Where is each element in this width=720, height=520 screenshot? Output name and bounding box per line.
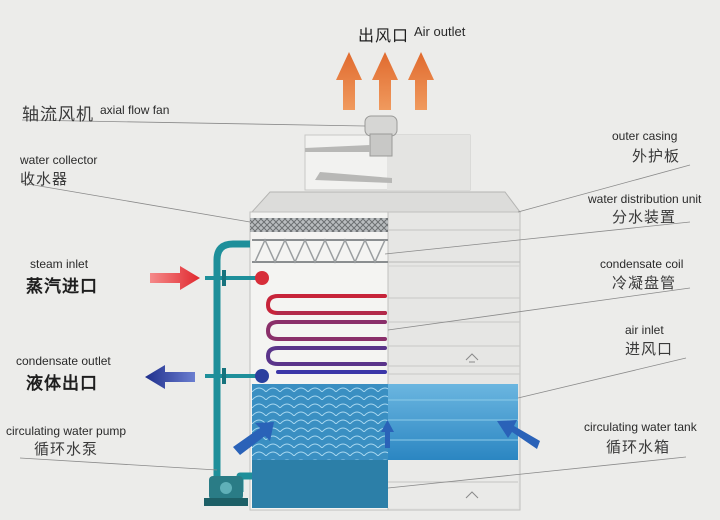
circ-tank-label-en: circulating water tank (584, 420, 697, 434)
condensate-coil-label-en: condensate coil (600, 257, 684, 271)
air-outlet-label-en: Air outlet (414, 24, 466, 39)
air-intake-arrow-icon (233, 422, 274, 455)
water-collector (250, 218, 388, 232)
air-intake-arrow-icon (497, 420, 540, 449)
condensate-coil-label-cn: 冷凝盘管 (612, 275, 677, 292)
water-collector-label-en: water collector (20, 153, 98, 167)
water-collector-label-cn: 收水器 (20, 171, 69, 188)
nozzle-icon (465, 491, 479, 499)
airflow-arrows (233, 420, 540, 455)
fan-housing (304, 115, 471, 191)
condensate-outlet-label-en: condensate outlet (16, 354, 111, 368)
air-inlet-label-cn: 进风口 (625, 341, 674, 358)
steam-inlet-label-en: steam inlet (30, 257, 89, 271)
water-distribution-unit (252, 238, 520, 267)
outer-casing-label-cn: 外护板 (632, 148, 681, 165)
upward-arrow-icon (381, 420, 394, 448)
fan-label-cn: 轴流风机 (22, 105, 94, 124)
water-dist-label-cn: 分水装置 (612, 209, 677, 226)
circ-pump-label-en: circulating water pump (6, 424, 127, 438)
air-outlet-label-cn: 出风口 (358, 28, 410, 45)
circulating-pump (204, 476, 248, 506)
fan-label-en: axial flow fan (100, 103, 170, 117)
steam-inlet-connector (255, 271, 269, 285)
steam-inlet-label-cn: 蒸汽进口 (26, 277, 98, 296)
leader-lines (19, 119, 691, 489)
nozzle-icon (465, 353, 479, 363)
circ-pump-label-cn: 循环水泵 (34, 441, 99, 458)
outer-casing-label-en: outer casing (612, 129, 678, 143)
exhaust-arrows (336, 52, 434, 110)
exhaust-arrow-icon (372, 52, 398, 110)
condensate-outlet-arrow-icon (145, 365, 195, 389)
circ-tank-label-cn: 循环水箱 (606, 439, 671, 456)
circulating-water-tank (252, 384, 518, 508)
condensate-outlet-label-cn: 液体出口 (26, 374, 98, 393)
pipe-flange (222, 270, 226, 286)
exhaust-arrow-icon (408, 52, 434, 110)
condensate-coil (265, 294, 387, 374)
pipe-flange (222, 368, 226, 384)
steam-inlet-arrow-icon (150, 266, 200, 290)
condensate-outlet-connector (255, 369, 269, 383)
air-inlet-label-en: air inlet (625, 323, 664, 337)
exhaust-arrow-icon (336, 52, 362, 110)
water-dist-label-en: water distribution unit (588, 192, 702, 206)
